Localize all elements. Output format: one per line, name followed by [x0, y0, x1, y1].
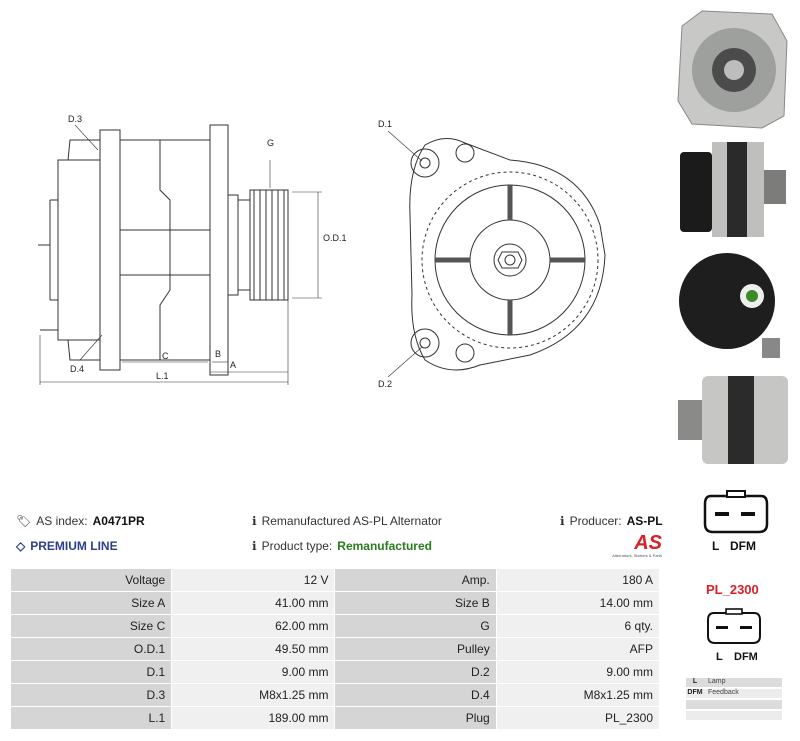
product-photo-front	[672, 6, 792, 130]
label-d3: D.3	[68, 114, 82, 124]
spec-label: D.3	[9, 683, 173, 707]
label-od1: O.D.1	[323, 233, 347, 243]
premium-line-badge: ◇ PREMIUM LINE	[16, 539, 118, 553]
connector-plug-small-icon	[707, 608, 761, 644]
legend-key	[686, 700, 704, 709]
product-photo-top	[672, 370, 792, 468]
spec-label: D.4	[334, 683, 497, 707]
connector-label-dfm: DFM	[730, 539, 756, 553]
spec-label: Size A	[9, 591, 173, 615]
product-type-value: Remanufactured	[337, 539, 432, 553]
info-icon: ℹ	[560, 514, 565, 528]
legend-value: Feedback	[708, 689, 739, 696]
spec-label: Size B	[334, 591, 497, 615]
spec-value: PL_2300	[495, 706, 661, 730]
tag-icon: 🏷	[16, 514, 32, 528]
legend-row: DFM Feedback	[686, 689, 782, 698]
spec-label: Plug	[334, 706, 497, 730]
legend-row	[686, 711, 782, 720]
spec-value: 180 A	[495, 568, 661, 592]
spec-value: 189.00 mm	[171, 706, 336, 730]
connector-label-l: L	[712, 539, 720, 553]
connector-plug-icon	[703, 490, 769, 534]
label-d2: D.2	[378, 379, 392, 389]
connector-small-label-dfm: DFM	[734, 651, 758, 663]
legend-row	[686, 700, 782, 709]
legend-key: DFM	[687, 689, 703, 696]
spec-label: Voltage	[9, 568, 173, 592]
connector-small-label-l: L	[716, 651, 723, 663]
side-view-drawing: D.3 D.4 G O.D.1 C B A L.1	[38, 114, 347, 385]
diamond-icon: ◇	[16, 539, 26, 553]
spec-value: 6 qty.	[495, 614, 661, 638]
label-d4: D.4	[70, 364, 84, 374]
product-description: ℹ Remanufactured AS-PL Alternator	[252, 514, 442, 528]
label-l1: L.1	[156, 371, 169, 381]
producer: ℹ Producer: AS-PL	[560, 514, 663, 528]
spec-value: 9.00 mm	[495, 660, 661, 684]
front-view-drawing: D.1 D.2	[378, 119, 606, 389]
label-g: G	[267, 138, 274, 148]
info-icon: ℹ	[252, 514, 257, 528]
producer-value: AS-PL	[626, 514, 663, 528]
spec-value: M8x1.25 mm	[171, 683, 336, 707]
spec-label: O.D.1	[9, 637, 173, 661]
product-photo-rear	[672, 246, 792, 364]
spec-value: AFP	[495, 637, 661, 661]
spec-label: D.1	[9, 660, 173, 684]
spec-value: 41.00 mm	[171, 591, 336, 615]
info-icon: ℹ	[252, 539, 257, 553]
product-type: ℹ Product type: Remanufactured	[252, 539, 432, 553]
product-photo-side	[672, 132, 792, 242]
spec-value: 9.00 mm	[171, 660, 336, 684]
spec-label: D.2	[334, 660, 497, 684]
legend-key	[686, 711, 704, 720]
as-index-value: A0471PR	[92, 514, 145, 528]
as-index: 🏷 AS index: A0471PR	[16, 514, 145, 528]
label-a: A	[230, 360, 236, 370]
spec-value: M8x1.25 mm	[495, 683, 661, 707]
label-b: B	[215, 349, 221, 359]
label-d1: D.1	[378, 119, 392, 129]
spec-value: 12 V	[171, 568, 336, 592]
legend-value	[704, 700, 782, 709]
legend-value: Lamp	[708, 678, 726, 685]
spec-label: Size C	[9, 614, 173, 638]
spec-value: 14.00 mm	[495, 591, 661, 615]
spec-value: 62.00 mm	[171, 614, 336, 638]
legend-value	[704, 711, 782, 720]
spec-label: Pulley	[334, 637, 497, 661]
label-c: C	[162, 351, 169, 361]
legend-row: L Lamp	[686, 678, 782, 687]
as-pl-logo: AS Alternators, Starters & Parts	[612, 532, 662, 558]
spec-label: Amp.	[334, 568, 497, 592]
spec-label: G	[334, 614, 497, 638]
plug-code: PL_2300	[706, 582, 759, 597]
spec-label: L.1	[9, 706, 173, 730]
spec-value: 49.50 mm	[171, 637, 336, 661]
legend-key: L	[692, 678, 698, 685]
